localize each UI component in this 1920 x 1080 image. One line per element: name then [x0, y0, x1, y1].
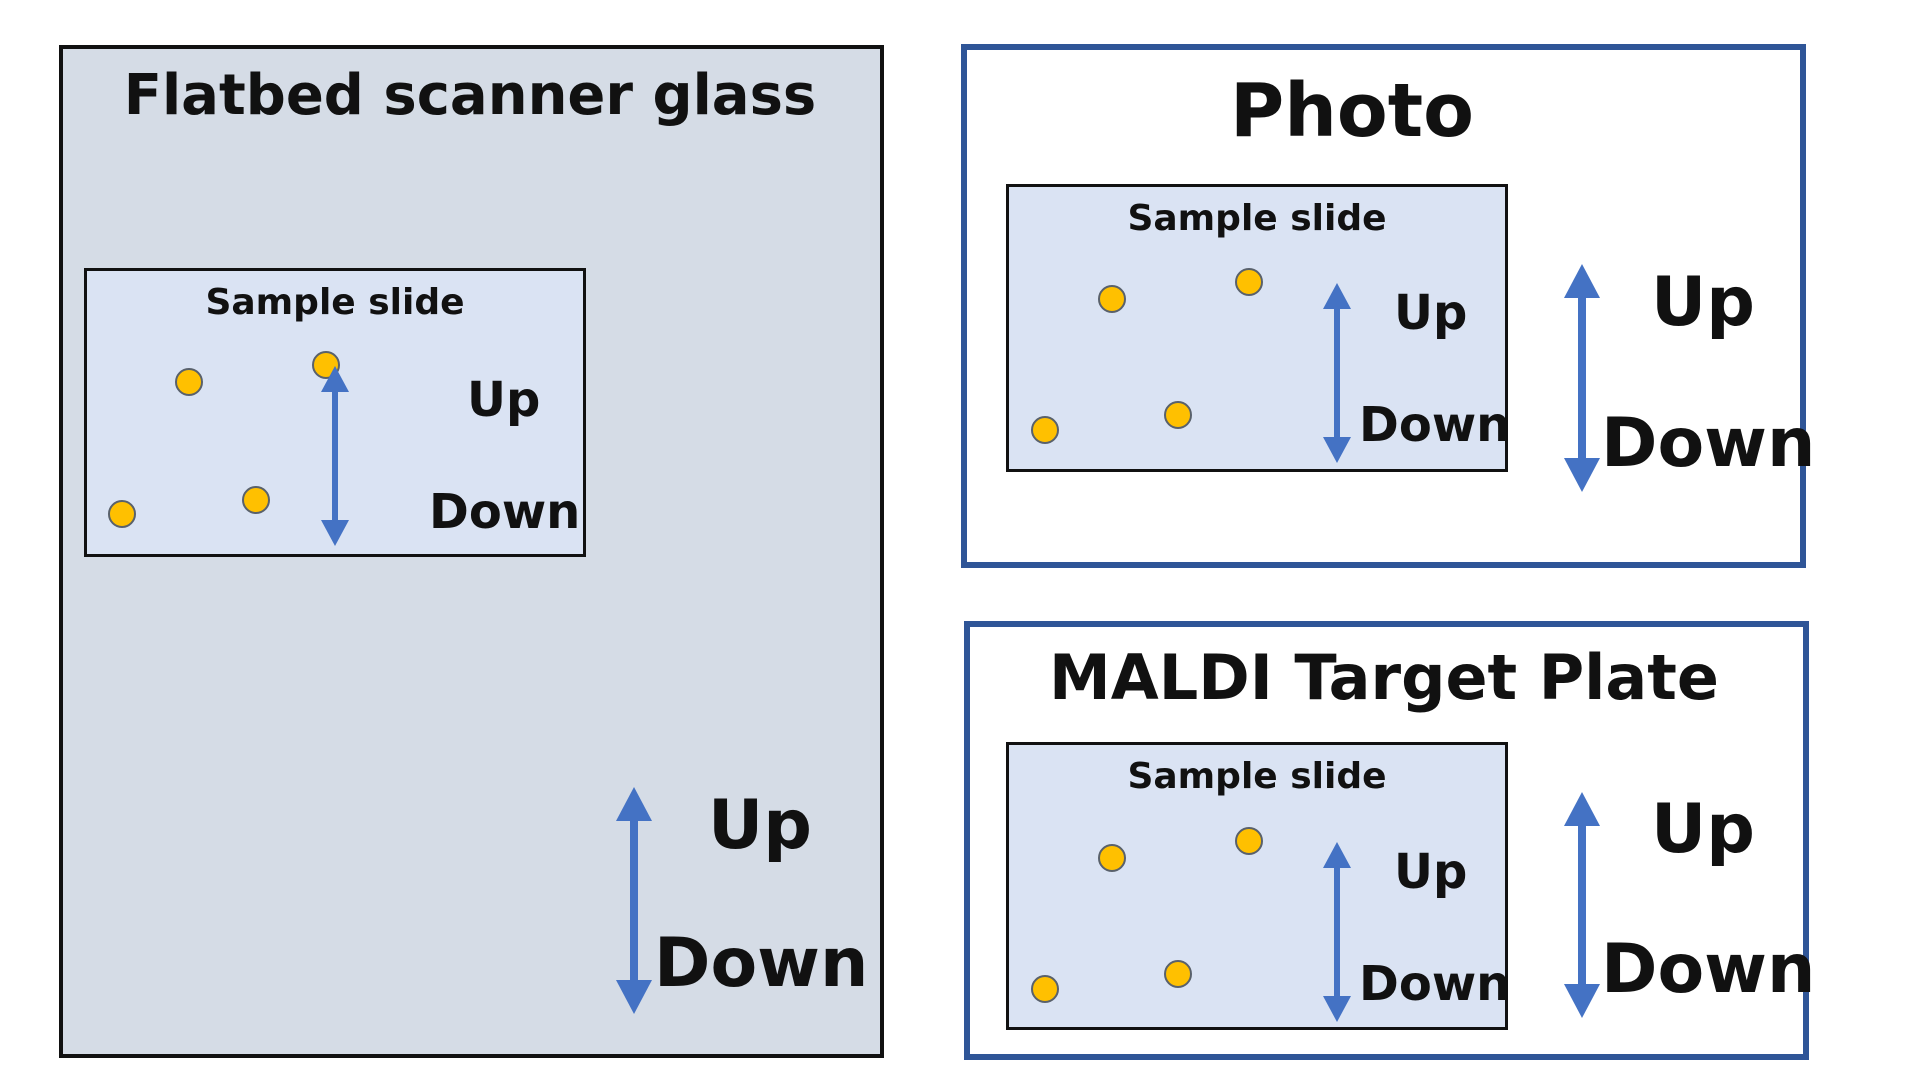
sample-spot [242, 486, 270, 514]
sample-spot [1098, 285, 1126, 313]
maldi-slide-updown-arrow-icon [1323, 842, 1351, 1022]
sample-spot [312, 351, 340, 379]
scanner-glass-title: Flatbed scanner glass [123, 63, 817, 128]
maldi-down-label: Down [1601, 930, 1816, 1009]
photo-slide-down-label: Down [1359, 397, 1511, 453]
scanner-sample-slide: Sample slide Up Down [84, 268, 586, 557]
photo-down-label: Down [1601, 404, 1816, 483]
scanner-slide-up-label: Up [467, 372, 541, 428]
sample-spot [1031, 416, 1059, 444]
sample-spot [1164, 401, 1192, 429]
maldi-sample-slide: Sample slide Up Down [1006, 742, 1511, 1030]
maldi-updown-arrow-icon [1564, 792, 1600, 1018]
scanner-slide-updown-arrow-icon [321, 366, 349, 546]
scanner-down-label: Down [654, 924, 869, 1003]
photo-sample-slide-title: Sample slide [1127, 198, 1387, 239]
sample-spot [1164, 960, 1192, 988]
scanner-sample-slide-title: Sample slide [205, 282, 465, 323]
photo-sample-slide: Sample slide Up Down [1006, 184, 1511, 472]
maldi-sample-slide-title: Sample slide [1127, 756, 1387, 797]
photo-title: Photo [1230, 68, 1474, 154]
photo-updown-arrow-icon [1564, 264, 1600, 492]
maldi-slide-up-label: Up [1394, 844, 1468, 900]
maldi-target-plate-title: MALDI Target Plate [1049, 641, 1719, 714]
photo-slide-updown-arrow-icon [1323, 283, 1351, 463]
sample-spot [108, 500, 136, 528]
photo-up-label: Up [1651, 263, 1755, 342]
maldi-slide-down-label: Down [1359, 956, 1511, 1012]
sample-spot [1031, 975, 1059, 1003]
scanner-slide-down-label: Down [429, 484, 581, 540]
sample-spot [1235, 827, 1263, 855]
photo-slide-up-label: Up [1394, 285, 1468, 341]
scanner-updown-arrow-icon [616, 787, 652, 1014]
sample-spot [1235, 268, 1263, 296]
maldi-up-label: Up [1651, 790, 1755, 869]
scanner-up-label: Up [708, 786, 812, 865]
sample-spot [1098, 844, 1126, 872]
sample-spot [175, 368, 203, 396]
